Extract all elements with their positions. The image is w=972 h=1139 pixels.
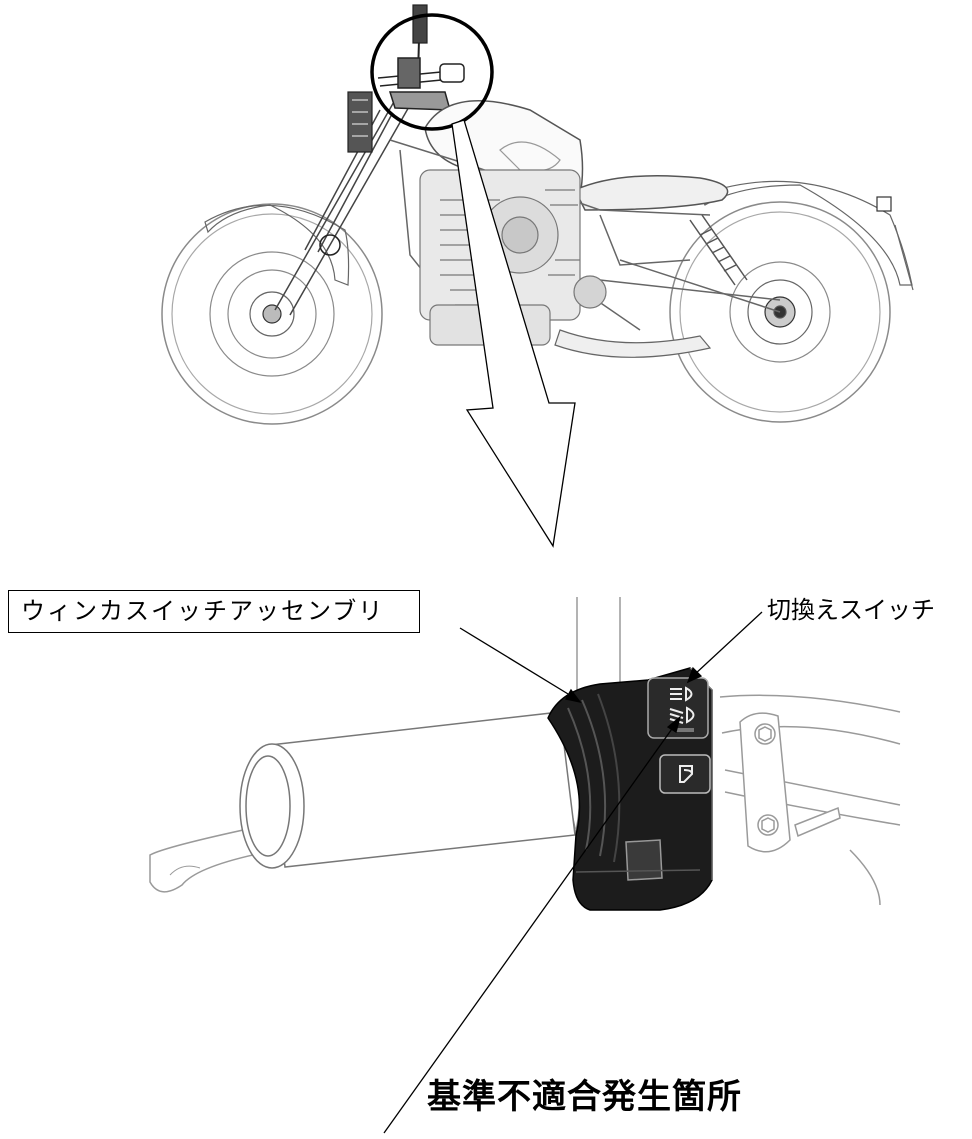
winker-switch-assembly <box>547 667 713 911</box>
tail-light <box>876 196 892 212</box>
callout-lines <box>383 611 763 1134</box>
turn-signal-lever <box>625 839 663 881</box>
rear-shock <box>689 214 748 286</box>
seat <box>573 175 729 211</box>
handlebar-closeup <box>149 597 901 911</box>
headlight <box>347 91 373 153</box>
assembly-label: ウィンカスイッチアッセンブリ <box>8 590 420 633</box>
exhaust <box>554 329 712 358</box>
front-fender <box>204 204 350 286</box>
selector-switch-leader-line <box>693 611 763 676</box>
zoom-arrow <box>451 119 576 548</box>
headlight-high-beam-icon <box>670 686 693 702</box>
defect-leader-line <box>383 725 675 1134</box>
selector-switch-label: 切換えスイッチ <box>767 596 935 624</box>
handlebar-grip <box>239 711 581 869</box>
selector-switch <box>647 677 709 739</box>
motorcycle-illustration <box>161 4 914 425</box>
handlebar-controls <box>377 57 465 111</box>
defect-location-label: 基準不適合発生箇所 <box>427 1077 742 1117</box>
front-wheel <box>161 203 383 425</box>
horn-button <box>659 754 711 794</box>
assembly-leader-line <box>459 627 574 698</box>
rear-fender <box>699 180 913 286</box>
master-cylinder <box>739 712 881 906</box>
horn-icon <box>679 765 693 783</box>
zoom-circle <box>370 13 494 131</box>
